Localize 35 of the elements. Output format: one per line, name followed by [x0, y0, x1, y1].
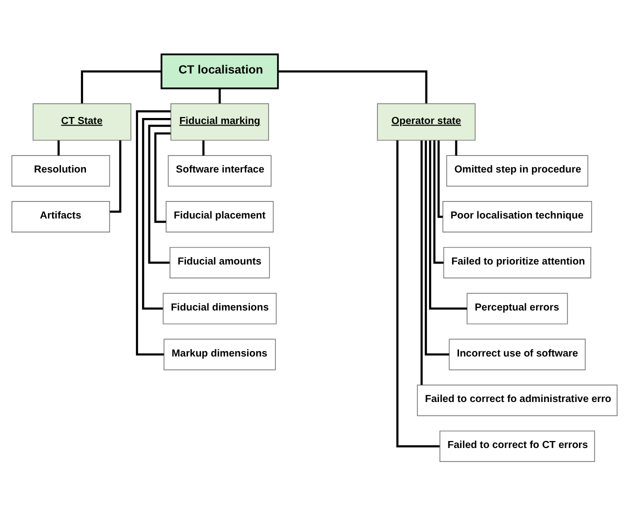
node-box: Software interface	[168, 155, 272, 187]
node-box: CT localisation	[160, 54, 279, 90]
node-box: Omitted step in procedure	[446, 155, 588, 187]
connector	[218, 88, 221, 104]
connector	[202, 140, 204, 156]
node-box: Fiducial amounts	[170, 246, 270, 278]
node-box: Operator state	[376, 103, 476, 141]
connector	[420, 140, 423, 385]
connector	[58, 140, 60, 156]
connector	[136, 110, 171, 356]
connector	[278, 70, 428, 104]
node-box: CT State	[32, 103, 132, 141]
connector	[148, 124, 171, 264]
node-box: Artifacts	[11, 201, 110, 232]
node-box: Failed to prioritize attention	[443, 246, 592, 278]
connector	[455, 140, 458, 156]
node-box: Poor localisation technique	[442, 201, 592, 232]
connector	[142, 118, 171, 310]
node-box: Fiducial marking	[170, 103, 270, 141]
node-box: Failed to correct fo CT errors	[439, 430, 596, 462]
node-box: Resolution	[11, 155, 110, 187]
connector	[154, 132, 171, 223]
connector	[429, 140, 468, 310]
node-box: Markup dimensions	[164, 338, 276, 370]
connector	[424, 140, 450, 356]
connector	[80, 70, 162, 104]
node-box: Incorrect use of software	[448, 338, 586, 370]
node-box: Failed to correct fo administrative erro	[416, 384, 618, 416]
node-box: Fiducial dimensions	[162, 292, 277, 324]
node-box: Fiducial placement	[166, 201, 274, 232]
connector	[433, 140, 444, 264]
node-box: Perceptual errors	[466, 292, 568, 324]
connector	[110, 140, 122, 213]
connector	[396, 140, 440, 448]
connector	[438, 140, 443, 218]
